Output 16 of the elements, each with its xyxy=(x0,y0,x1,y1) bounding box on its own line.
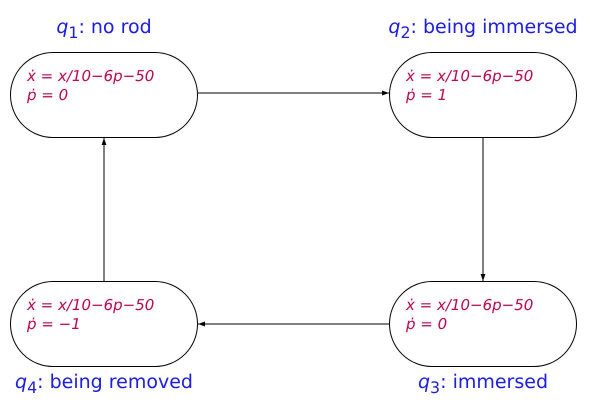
equation: ẋ = x/10−6p−50 xyxy=(27,67,154,86)
state-label: q$_{1}$: no rod xyxy=(56,16,152,42)
arrow xyxy=(102,138,106,282)
equation: ṗ = 0 xyxy=(27,86,68,105)
equation: ṗ = 1 xyxy=(406,86,448,105)
equation: ṗ = 0 xyxy=(406,315,448,334)
arrow xyxy=(480,138,486,282)
state-label: q$_{3}$: immersed xyxy=(418,371,548,397)
arrow xyxy=(198,322,390,326)
state-label: q$_{2}$: being immersed xyxy=(388,16,578,42)
equation: ẋ = x/10−6p−50 xyxy=(27,296,154,315)
equation: ṗ = −1 xyxy=(27,315,81,334)
equation: ẋ = x/10−6p−50 xyxy=(406,296,534,315)
state-label: q$_{4}$: being removed xyxy=(15,371,193,397)
equation: ẋ = x/10−6p−50 xyxy=(406,67,534,86)
arrow xyxy=(198,90,390,96)
